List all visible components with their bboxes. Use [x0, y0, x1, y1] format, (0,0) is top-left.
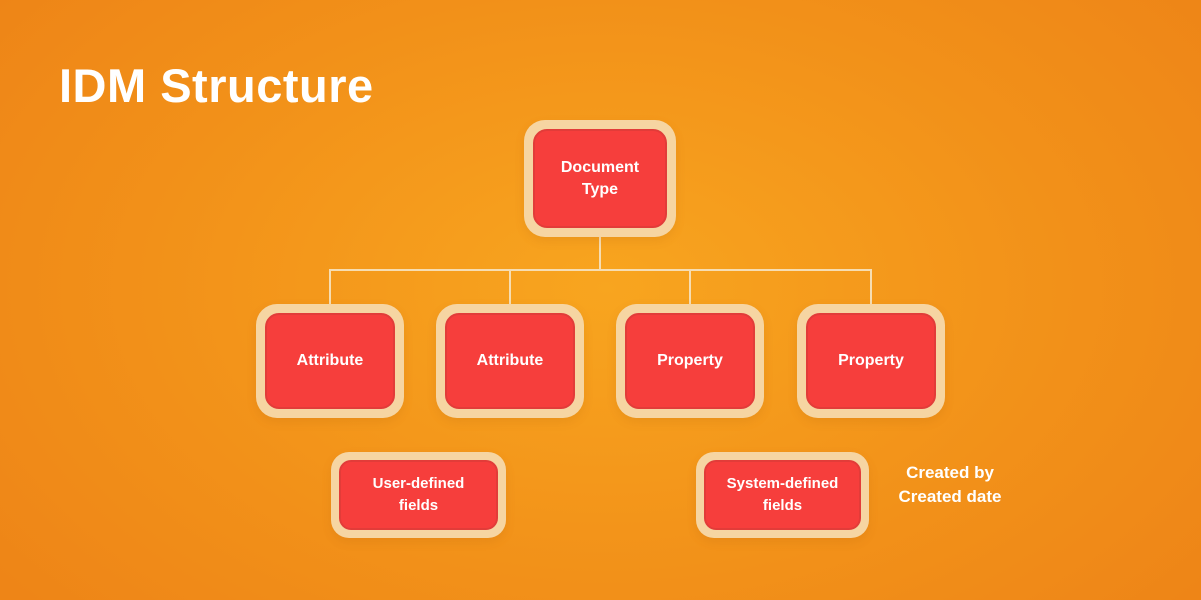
- annotation-created-by: Created by: [906, 463, 994, 482]
- connector-drop-attribute-2: [509, 270, 511, 305]
- node-user-defined-fields-label: User-defined fields: [339, 460, 498, 530]
- page-title: IDM Structure: [59, 59, 374, 112]
- node-property-2-label: Property: [806, 313, 936, 409]
- node-attribute-1: Attribute: [256, 304, 404, 418]
- node-attribute-1-label: Attribute: [265, 313, 395, 409]
- node-property-2: Property: [797, 304, 945, 418]
- connector-drop-property-2: [870, 270, 872, 305]
- connector-root-vertical: [599, 236, 601, 270]
- connector-drop-property-1: [689, 270, 691, 305]
- node-property-1-label: Property: [625, 313, 755, 409]
- node-document-type-label: Document Type: [533, 129, 667, 228]
- annotation-created: Created by Created date: [869, 461, 1031, 509]
- node-property-1: Property: [616, 304, 764, 418]
- node-user-defined-fields: User-defined fields: [331, 452, 506, 538]
- annotation-created-date: Created date: [898, 487, 1002, 506]
- connector-horizontal: [329, 269, 872, 271]
- node-document-type: Document Type: [524, 120, 676, 237]
- node-system-defined-fields: System-defined fields: [696, 452, 869, 538]
- node-attribute-2: Attribute: [436, 304, 584, 418]
- node-system-defined-fields-label: System-defined fields: [704, 460, 861, 530]
- connector-drop-attribute-1: [329, 270, 331, 305]
- node-attribute-2-label: Attribute: [445, 313, 575, 409]
